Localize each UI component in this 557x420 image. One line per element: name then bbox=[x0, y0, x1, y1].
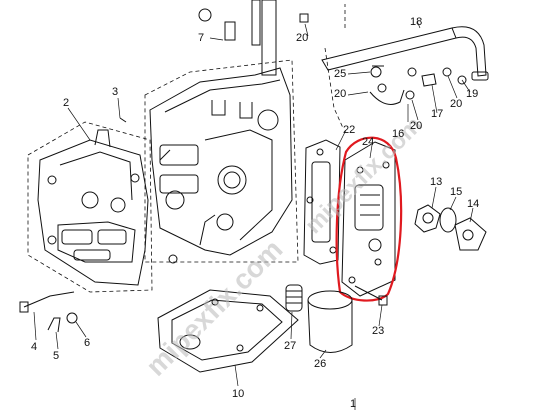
cylinder-block bbox=[149, 67, 293, 256]
callout-2: 2 bbox=[63, 97, 70, 109]
callout-3: 3 bbox=[112, 86, 119, 98]
callout-24: 24 bbox=[362, 136, 375, 148]
water-pipe bbox=[321, 26, 489, 81]
crankcase bbox=[37, 129, 149, 286]
callout-22: 22 bbox=[343, 124, 356, 136]
callout-20b: 20 bbox=[334, 88, 347, 100]
callout-17: 17 bbox=[431, 108, 444, 120]
highlight-circle bbox=[335, 136, 403, 302]
callout-20a: 20 bbox=[296, 32, 309, 44]
callout-20c: 20 bbox=[410, 120, 423, 132]
callout-7: 7 bbox=[198, 32, 205, 44]
callout-27: 27 bbox=[284, 340, 297, 352]
leader-lines bbox=[33, 20, 474, 410]
oil-filter-26 bbox=[307, 290, 353, 353]
callout-4: 4 bbox=[31, 341, 38, 353]
callout-16: 16 bbox=[392, 128, 405, 140]
callout-10: 10 bbox=[232, 388, 245, 400]
callout-19: 19 bbox=[466, 88, 479, 100]
callout-14: 14 bbox=[467, 198, 480, 210]
callout-20d: 20 bbox=[450, 98, 463, 110]
callout-26: 26 bbox=[314, 358, 327, 370]
callout-18: 18 bbox=[410, 16, 423, 28]
callout-5: 5 bbox=[53, 350, 60, 362]
top-bracket bbox=[251, 0, 277, 76]
thermostat-parts bbox=[414, 204, 487, 251]
callout-1: 1 bbox=[350, 398, 357, 410]
callout-23: 23 bbox=[372, 325, 385, 337]
spring-27 bbox=[285, 284, 303, 312]
callout-6: 6 bbox=[84, 337, 91, 349]
gasket-10 bbox=[157, 289, 299, 373]
bolts bbox=[19, 117, 388, 333]
exhaust-cover-24 bbox=[341, 141, 396, 297]
callout-15: 15 bbox=[450, 186, 463, 198]
fittings bbox=[198, 8, 467, 105]
callout-25: 25 bbox=[334, 68, 347, 80]
callout-13: 13 bbox=[430, 176, 443, 188]
dashed-boundaries bbox=[27, 4, 346, 293]
